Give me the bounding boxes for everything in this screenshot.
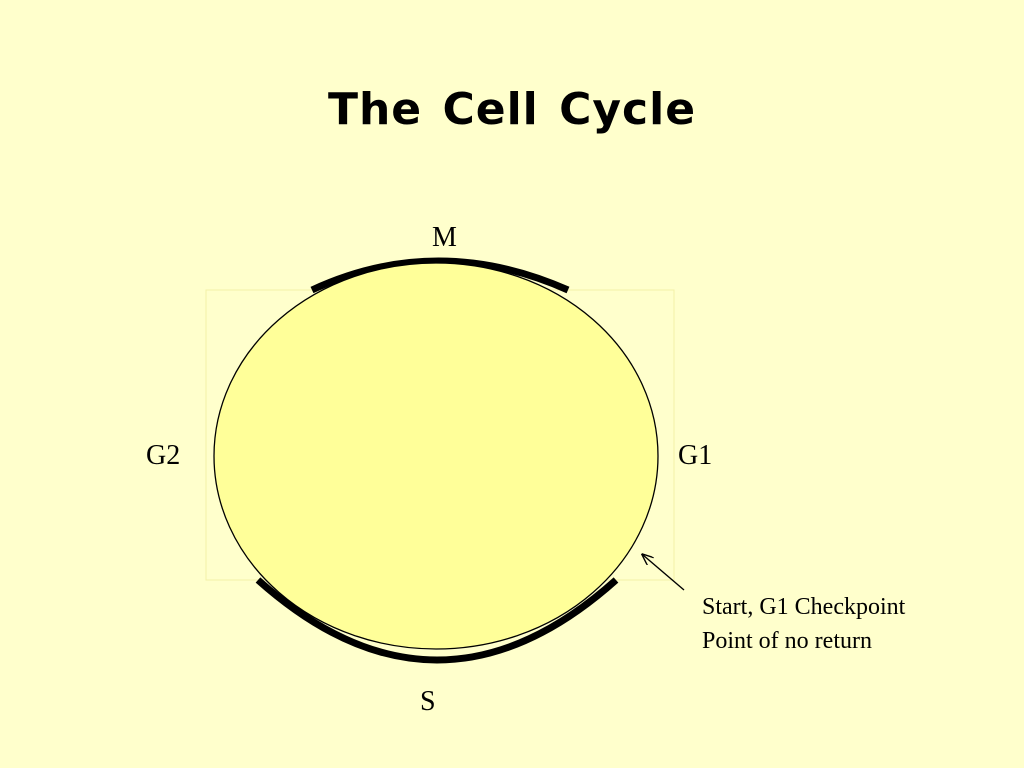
m-phase-arc xyxy=(310,257,570,294)
slide-title: The Cell Cycle xyxy=(327,84,697,135)
phase-label-s: S xyxy=(420,686,436,717)
checkpoint-arrow xyxy=(643,555,685,591)
s-phase-arc xyxy=(255,577,619,664)
phase-label-m: M xyxy=(432,222,457,253)
checkpoint-annotation: Start, G1 Checkpoint Point of no return xyxy=(702,590,905,658)
cell-body xyxy=(213,262,659,650)
phase-label-g1: G1 xyxy=(678,440,713,471)
annotation-line-2: Point of no return xyxy=(702,628,872,654)
annotation-line-1: Start, G1 Checkpoint xyxy=(702,594,906,620)
phase-label-g2: G2 xyxy=(146,440,181,471)
